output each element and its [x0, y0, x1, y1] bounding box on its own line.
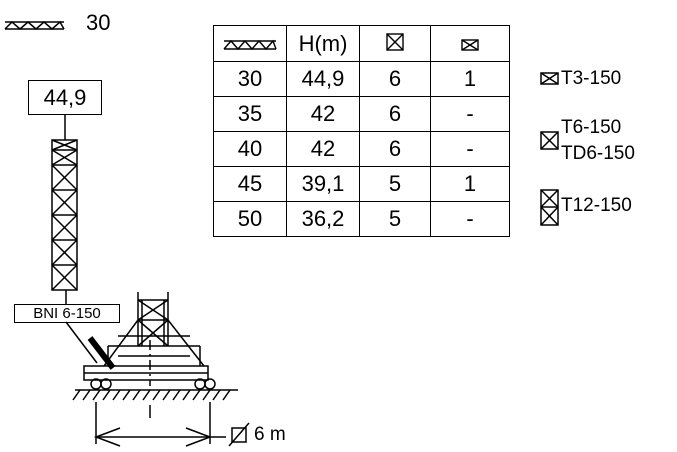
ground-hatching	[72, 389, 238, 401]
table-cell: 50	[213, 201, 287, 237]
table-row: 35 42 6 -	[213, 96, 510, 132]
jib-length-label: 30	[86, 10, 111, 35]
table-cell: 1	[430, 61, 510, 97]
jib-column-header	[213, 25, 287, 62]
max-height-box: 44,9	[28, 80, 102, 115]
table-cell: 6	[359, 96, 431, 132]
t6-column-header	[359, 25, 431, 62]
table-cell: -	[430, 131, 510, 167]
legend-t3-icon	[540, 72, 559, 85]
legend-t12-label: T12-150	[561, 195, 632, 216]
table-row: 50 36,2 5 -	[213, 201, 510, 237]
height-column-header: H(m)	[286, 25, 360, 62]
track-width-label: 6 m	[254, 424, 286, 445]
table-cell: 6	[359, 131, 431, 167]
table-cell: 40	[213, 131, 287, 167]
base-side-view	[65, 290, 216, 390]
t3-column-header	[430, 25, 510, 62]
legend-t12-icon	[540, 189, 559, 226]
legend-t3-label: T3-150	[561, 68, 622, 89]
table-cell: 30	[213, 61, 287, 97]
table-cell: -	[430, 96, 510, 132]
legend-t6-icon	[540, 131, 559, 150]
table-row: 40 42 6 -	[213, 131, 510, 167]
t3-section-icon	[461, 38, 479, 51]
table-header-row: H(m)	[213, 25, 510, 62]
table-cell: 45	[213, 166, 287, 202]
mast	[51, 139, 78, 291]
legend-t6-label-1: T6-150	[561, 117, 622, 138]
table-cell: 36,2	[286, 201, 360, 237]
table-row: 45 39,1 5 1	[213, 166, 510, 202]
table-cell: 5	[359, 201, 431, 237]
table-row: 30 44,9 6 1	[213, 61, 510, 97]
table-cell: -	[430, 201, 510, 237]
table-cell: 44,9	[286, 61, 360, 97]
jib-truss-icon	[4, 20, 65, 30]
t6-section-icon	[386, 32, 404, 51]
base-model-label: BNI 6-150	[14, 304, 120, 323]
table-cell: 6	[359, 61, 431, 97]
legend-t6-label-2: TD6-150	[561, 143, 635, 164]
table-cell: 35	[213, 96, 287, 132]
jib-truss-icon	[223, 39, 277, 50]
track-dimension	[93, 402, 250, 447]
table-cell: 1	[430, 166, 510, 202]
table-cell: 42	[286, 131, 360, 167]
table-cell: 5	[359, 166, 431, 202]
height-table: H(m) 30 44,9 6 1 35 42	[213, 25, 510, 237]
table-cell: 39,1	[286, 166, 360, 202]
table-cell: 42	[286, 96, 360, 132]
